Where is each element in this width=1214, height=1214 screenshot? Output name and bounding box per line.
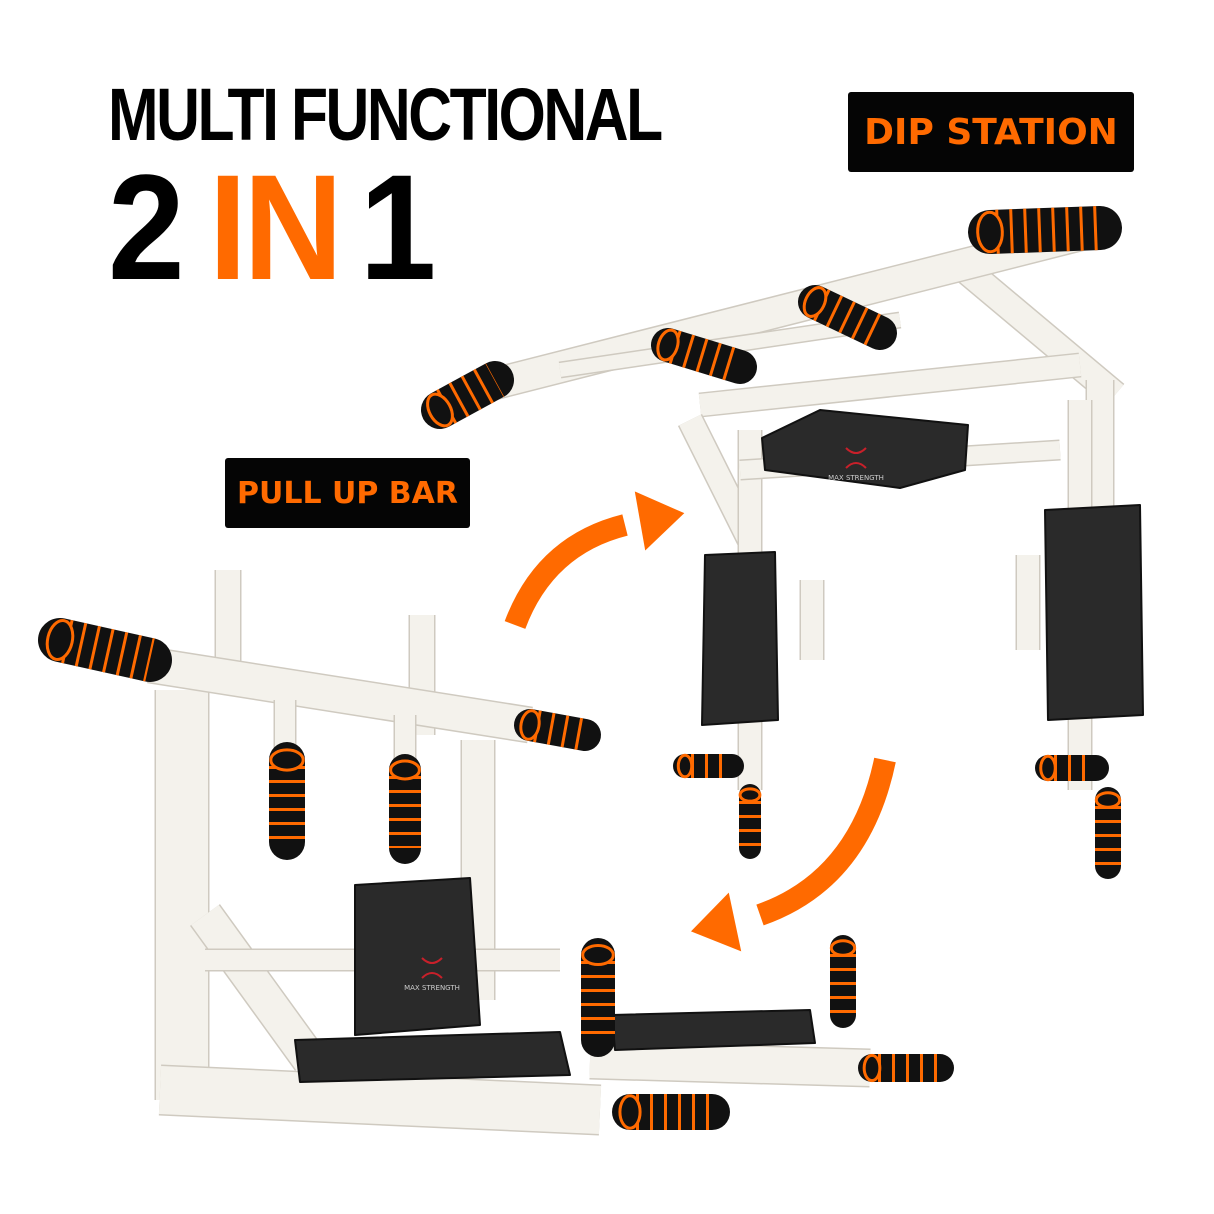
foam-grip bbox=[421, 361, 514, 429]
grip-end-cap bbox=[862, 1053, 882, 1083]
foam-grip bbox=[38, 618, 172, 682]
brand-logo-icon: MAX STRENGTH bbox=[404, 957, 460, 992]
foam-grip bbox=[651, 328, 757, 384]
headline-number-right: 1 bbox=[359, 143, 437, 311]
dip-arm-pad-right bbox=[1044, 504, 1144, 721]
foam-grip bbox=[1035, 754, 1109, 782]
headline-multi-functional: MULTI FUNCTIONAL bbox=[108, 73, 663, 156]
brand-name: MAX STRENGTH bbox=[828, 474, 884, 482]
grip-end-cap bbox=[676, 753, 694, 779]
arrow-head bbox=[634, 491, 685, 551]
foam-grip bbox=[829, 935, 857, 1028]
pull-up-bar-label: PULL UP BAR bbox=[225, 458, 470, 528]
headline-in: IN bbox=[208, 143, 343, 311]
grip-end-cap bbox=[45, 618, 75, 662]
grip-end-cap bbox=[802, 286, 828, 318]
grip-end-cap bbox=[976, 210, 1004, 254]
grip-end-cap bbox=[519, 709, 541, 741]
arrow-shaft bbox=[504, 514, 628, 630]
grip-end-cap bbox=[738, 787, 762, 803]
grip-end-cap bbox=[389, 759, 421, 781]
pull-seat-pad bbox=[294, 1031, 571, 1083]
grip-stripes bbox=[663, 328, 745, 384]
grip-end-cap bbox=[426, 392, 454, 428]
foam-grip bbox=[798, 285, 897, 350]
grip-end-cap bbox=[656, 328, 680, 362]
brand-logo-mark bbox=[421, 957, 443, 979]
dip-station-label-text: DIP STATION bbox=[864, 111, 1118, 153]
grip-end-cap bbox=[1094, 791, 1122, 809]
brand-name: MAX STRENGTH bbox=[404, 984, 460, 992]
dip-station-label: DIP STATION bbox=[848, 92, 1134, 172]
grip-stripes bbox=[807, 286, 888, 349]
brand-logo-icon: MAX STRENGTH bbox=[828, 447, 884, 482]
frame-bottom-rail bbox=[158, 1066, 602, 1134]
foam-grip bbox=[858, 1053, 954, 1083]
foam-grip bbox=[581, 938, 615, 1057]
arrow-shaft bbox=[756, 757, 896, 926]
foam-grip bbox=[514, 709, 601, 751]
pull-back-pad bbox=[354, 877, 481, 1036]
foam-grip bbox=[673, 753, 744, 779]
brand-logo-mark bbox=[845, 447, 867, 469]
grip-end-cap bbox=[829, 939, 857, 957]
foam-grip bbox=[738, 784, 762, 859]
foam-grip bbox=[389, 754, 421, 864]
foam-grip bbox=[269, 742, 305, 860]
grip-end-cap bbox=[581, 943, 615, 967]
foam-grip bbox=[968, 206, 1122, 254]
headline-number-left: 2 bbox=[108, 143, 185, 311]
dip-arm-pad-left bbox=[701, 551, 779, 726]
pull-up-bar-label-text: PULL UP BAR bbox=[236, 475, 458, 511]
dip-side-brace bbox=[951, 255, 1124, 405]
arrow-head bbox=[690, 892, 742, 952]
grip-stripes bbox=[989, 206, 1101, 254]
foam-grip bbox=[612, 1094, 730, 1130]
grip-foam bbox=[968, 206, 1122, 254]
foam-grip bbox=[1094, 787, 1122, 879]
curved-arrow-icon-down bbox=[690, 757, 896, 952]
top-bar bbox=[147, 648, 533, 742]
grip-end-cap bbox=[618, 1094, 642, 1130]
frame-lower-rail bbox=[589, 1042, 871, 1086]
dip-back-bar bbox=[698, 354, 1082, 416]
curved-arrow-icon-up bbox=[504, 491, 685, 630]
pull-seat-pad-2 bbox=[611, 1009, 816, 1051]
frame-diagonal-brace bbox=[191, 905, 324, 1070]
grip-stripes bbox=[55, 618, 155, 682]
grip-end-cap bbox=[1039, 754, 1057, 782]
grip-end-cap bbox=[269, 748, 305, 772]
